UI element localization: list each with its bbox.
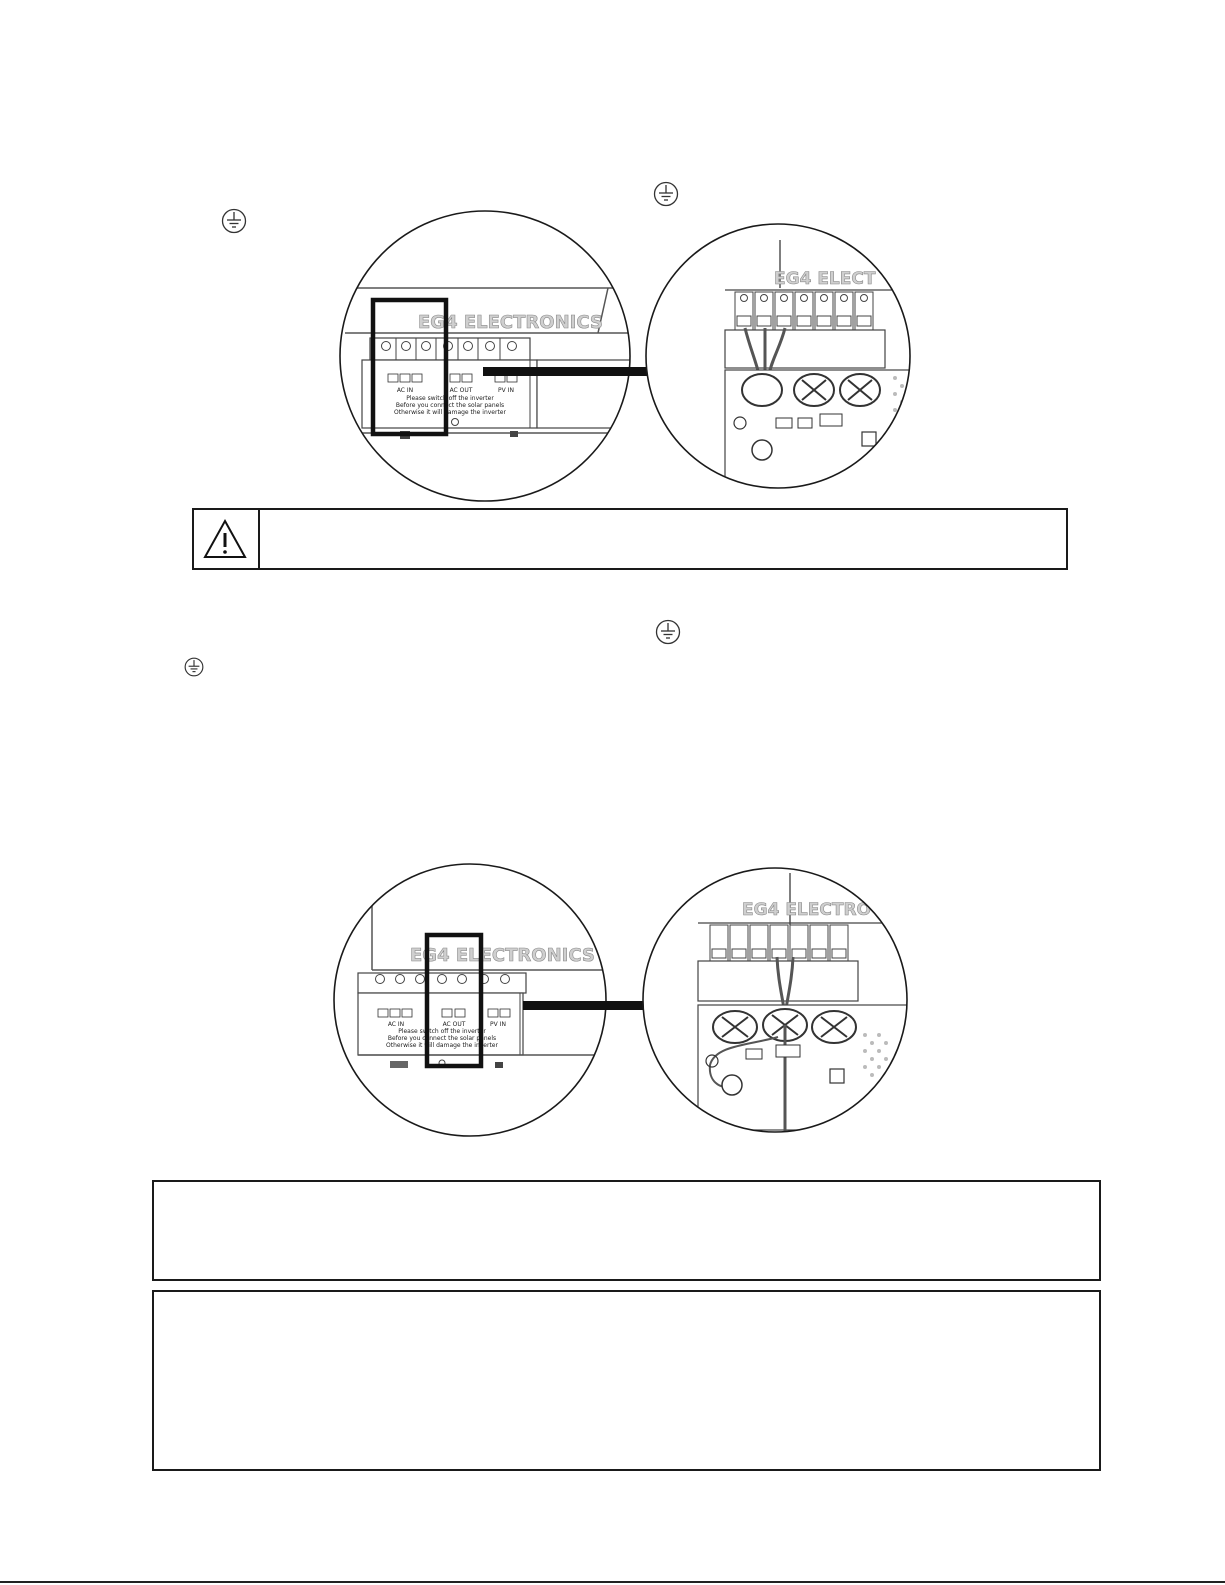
ac-output-wiring-figure: EG4 ELECTRONICS AC IN AC OUT PV IN Pleas… bbox=[333, 863, 908, 1137]
inverter-terminal-detail: EG4 ELECTRONICS AC IN AC OUT PV IN Pleas… bbox=[340, 228, 630, 501]
terminal-label-pv-in: PV IN bbox=[490, 1021, 506, 1028]
warning-box bbox=[192, 508, 1068, 570]
terminal-label-ac-in: AC IN bbox=[397, 387, 413, 394]
brand-text: EG4 ELECT bbox=[774, 269, 876, 289]
terminal-label-pv-in: PV IN bbox=[498, 387, 514, 394]
detail-circle bbox=[339, 210, 631, 502]
notice-line: Otherwise it will damage the inverter bbox=[386, 1042, 498, 1049]
inverter-terminal-detail: EG4 ELECTRONICS AC IN AC OUT PV IN Pleas… bbox=[334, 865, 606, 1136]
ac-in-highlight-box bbox=[370, 297, 449, 437]
warning-icon bbox=[203, 518, 247, 558]
inverter-bottom-view: EG4 ELECT bbox=[646, 228, 910, 488]
page-bottom-rule bbox=[0, 1581, 1225, 1583]
brand-text: EG4 ELECTRONICS bbox=[410, 945, 595, 966]
note-box bbox=[152, 1180, 1101, 1281]
notice-line: Please switch off the inverter bbox=[398, 1028, 486, 1035]
notice-line: Otherwise it will damage the inverter bbox=[394, 409, 506, 416]
caution-box bbox=[152, 1290, 1101, 1471]
notice-line: Before you connect the solar panels bbox=[388, 1035, 496, 1042]
ground-icon bbox=[221, 208, 247, 234]
ac-out-highlight-box bbox=[424, 932, 484, 1069]
ground-icon bbox=[184, 657, 204, 677]
brand-text: EG4 ELECTRONICS bbox=[418, 312, 603, 333]
warning-divider bbox=[258, 510, 260, 568]
terminal-label-ac-out: AC OUT bbox=[443, 1021, 466, 1028]
detail-circle bbox=[642, 867, 908, 1133]
brand-text: EG4 ELECTRO bbox=[742, 900, 871, 920]
ground-icon bbox=[653, 181, 679, 207]
ac-input-wiring-figure: EG4 ELECTRONICS AC IN AC OUT PV IN Pleas… bbox=[339, 210, 911, 502]
detail-circle bbox=[645, 223, 911, 489]
detail-circle bbox=[333, 863, 607, 1137]
terminal-label-ac-in: AC IN bbox=[388, 1021, 404, 1028]
notice-line: Before you connect the solar panels bbox=[396, 402, 504, 409]
notice-line: Please switch off the inverter bbox=[406, 395, 494, 402]
terminal-label-ac-out: AC OUT bbox=[450, 387, 473, 394]
ground-icon bbox=[655, 619, 681, 645]
